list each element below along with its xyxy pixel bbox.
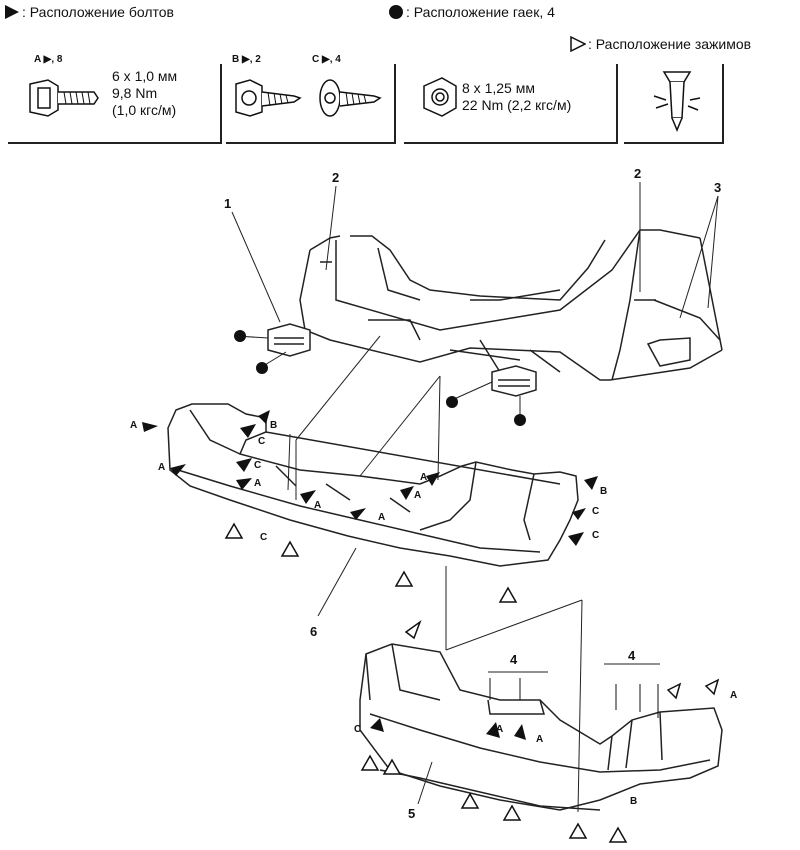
bolt-b-code: B ▶, 2 (232, 54, 261, 65)
letter-b: B (600, 486, 608, 497)
callout-3: 3 (714, 180, 722, 195)
bolt-a-size: 6 x 1,0 мм (112, 68, 178, 84)
bolt-bc-spec-box (226, 64, 396, 144)
car-rear-body (299, 229, 723, 381)
letter-a: A (314, 500, 322, 511)
nut-legend: : Расположение гаек, 4 (388, 4, 555, 20)
clip-markers (224, 522, 720, 843)
bolt-c-icon (319, 79, 382, 117)
letter-c: C (260, 532, 268, 543)
letter-c: C (254, 460, 262, 471)
letter-c: C (592, 530, 600, 541)
nut-spec: 8 x 1,25 мм 22 Nm (2,2 кгс/м) (462, 80, 571, 114)
clip-legend-label: : Расположение зажимов (588, 36, 752, 52)
callout-4-left: 4 (510, 652, 518, 667)
clip-icon (653, 71, 701, 132)
letter-c: C (258, 436, 266, 447)
callout-6: 6 (310, 624, 318, 639)
nut-spec-box (404, 64, 618, 144)
bolt-a-spec: 6 x 1,0 мм 9,8 Nm (1,0 кгс/м) (112, 68, 177, 119)
clip-legend: : Расположение зажимов (570, 36, 751, 52)
nut-torque: 22 Nm (2,2 кгс/м) (462, 97, 572, 113)
letter-a: A (158, 462, 166, 473)
bolt-a-icon (29, 79, 99, 117)
letter-a: A (496, 724, 504, 735)
rear-bumper-cover (167, 403, 579, 567)
bolt-marker-icon (5, 5, 19, 19)
letter-b: B (630, 796, 638, 807)
nut-icon (423, 77, 457, 117)
nut-marker-icon (389, 5, 403, 19)
callout-1: 1 (224, 196, 232, 211)
letter-a: A (130, 420, 138, 431)
letter-a: A (254, 478, 262, 489)
bolt-a-pair-markers (489, 678, 659, 718)
under-cover-panel (359, 643, 723, 811)
callout-2-right: 2 (634, 166, 642, 181)
callout-5: 5 (408, 806, 416, 821)
callout-2-left: 2 (332, 170, 340, 185)
callout-4-right: 4 (628, 648, 636, 663)
bolt-b-icon (235, 79, 302, 117)
bolt-a-torque-alt: (1,0 кгс/м) (112, 102, 177, 118)
letter-a: A (420, 472, 428, 483)
letter-a: A (414, 490, 422, 501)
clip-marker-icon (570, 36, 586, 52)
letter-c: C (592, 506, 600, 517)
bolt-legend: : Расположение болтов (4, 4, 174, 20)
letter-a: A (730, 690, 738, 701)
letter-a: A (378, 512, 386, 523)
letter-a: A (536, 734, 544, 745)
bolt-a-spec-box (8, 64, 222, 144)
letter-b: B (270, 420, 278, 431)
clip-spec-box (624, 64, 724, 144)
bolt-a-torque: 9,8 Nm (112, 85, 158, 101)
bolt-markers (142, 410, 598, 740)
bolt-legend-label: : Расположение болтов (22, 4, 174, 20)
letter-c: C (354, 724, 362, 735)
nut-size: 8 x 1,25 мм (462, 80, 535, 96)
nut-markers (234, 330, 526, 426)
bolt-a-code: A ▶, 8 (34, 54, 63, 65)
bolt-c-code: C ▶, 4 (312, 54, 341, 65)
nut-legend-label: : Расположение гаек, 4 (406, 4, 555, 20)
bumper-brackets (267, 323, 537, 397)
